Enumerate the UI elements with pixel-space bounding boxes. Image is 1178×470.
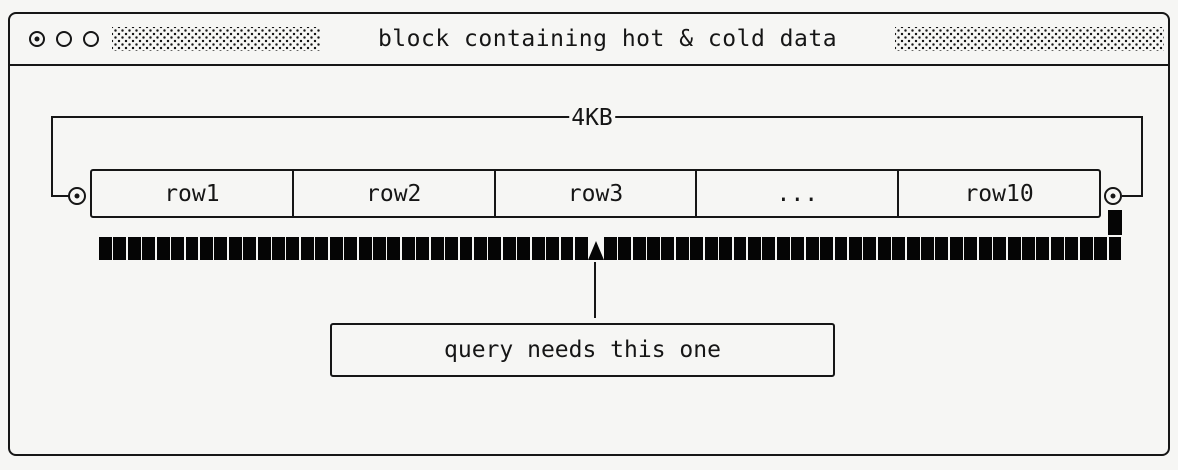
circled-dot-icon: [29, 31, 45, 47]
row-cell: row2: [291, 171, 494, 216]
packed-cell: [517, 237, 531, 260]
packed-cell: [199, 237, 213, 260]
row-cell: row3: [493, 171, 696, 216]
callout-box: query needs this one: [330, 323, 835, 377]
packed-cell: [747, 237, 761, 260]
packed-cell: [344, 237, 358, 260]
up-triangle-icon: [587, 241, 604, 260]
packed-cell: [243, 237, 257, 260]
packed-cell: [791, 237, 805, 260]
packed-cell: [863, 237, 877, 260]
packed-cell: [228, 237, 242, 260]
packed-cell: [99, 237, 112, 260]
row-cell: row10: [897, 171, 1099, 216]
packed-cell: [445, 237, 459, 260]
packed-cell: [1050, 237, 1064, 260]
packed-cell: [1079, 237, 1093, 260]
packed-cell: [935, 237, 949, 260]
packed-cell: [473, 237, 487, 260]
dither-pattern-right: [895, 27, 1164, 51]
packed-cell: [1036, 237, 1050, 260]
packed-cell: [949, 237, 963, 260]
packed-cell: [488, 237, 502, 260]
packed-cell: [848, 237, 862, 260]
circle-icon: [83, 31, 99, 47]
packed-cell: [300, 237, 314, 260]
packed-cell: [675, 237, 689, 260]
packed-cell: [877, 237, 891, 260]
packed-cell: [214, 237, 228, 260]
packed-cell: [329, 237, 343, 260]
row-cell: row1: [164, 180, 220, 207]
packed-cell: [993, 237, 1007, 260]
packed-cell: [113, 237, 127, 260]
bracket-right-line: [1141, 116, 1143, 197]
callout-pointer-line: [594, 262, 596, 318]
packed-cell: [387, 237, 401, 260]
packed-cell: [964, 237, 978, 260]
packed-cell: [574, 237, 588, 260]
window-title: block containing hot & cold data: [377, 26, 838, 52]
packed-cell: [1094, 237, 1108, 260]
packed-cell: [1065, 237, 1079, 260]
packed-cell: [358, 237, 372, 260]
packed-cell: [776, 237, 790, 260]
packed-cell: [430, 237, 444, 260]
packed-cell: [906, 237, 920, 260]
packed-cell: [603, 237, 617, 260]
window-controls: [29, 31, 99, 47]
packed-cell: [286, 237, 300, 260]
packed-cell: [1022, 237, 1035, 260]
block-size-label: 4KB: [569, 105, 615, 131]
packed-cell: [531, 237, 545, 260]
bracket-left-line: [51, 116, 53, 197]
dither-pattern-left: [112, 27, 320, 51]
packed-cell: [502, 237, 516, 260]
packed-cell: [834, 237, 848, 260]
packed-cell: [762, 237, 776, 260]
packed-cell: [1007, 237, 1021, 260]
packed-cell: [401, 237, 415, 260]
packed-cell: [560, 237, 574, 260]
overflow-cell: [1108, 210, 1122, 235]
packed-cell: [647, 237, 660, 260]
bracket-left-stub: [51, 195, 69, 197]
packed-cell: [1108, 237, 1122, 260]
packed-cell: [719, 237, 733, 260]
packed-cell: [257, 237, 271, 260]
window-titlebar: block containing hot & cold data: [10, 14, 1168, 66]
packed-bar: [99, 237, 1122, 260]
packed-cell: [805, 237, 819, 260]
packed-cell: [315, 237, 329, 260]
packed-cell: [272, 237, 285, 260]
sketch-window: block containing hot & cold data 4KB row…: [8, 12, 1170, 456]
row-cell: ...: [695, 171, 897, 216]
circle-icon: [56, 31, 72, 47]
packed-cell: [156, 237, 170, 260]
packed-cell: [171, 237, 185, 260]
packed-cell: [185, 237, 199, 260]
packed-cell: [733, 237, 747, 260]
packed-cell: [978, 237, 992, 260]
packed-cell: [546, 237, 559, 260]
packed-cell: [373, 237, 386, 260]
packed-cell: [142, 237, 156, 260]
bracket-right-anchor-icon: [1104, 187, 1122, 205]
packed-cell: [661, 237, 675, 260]
packed-cell: [632, 237, 646, 260]
packed-cell: [921, 237, 934, 260]
bracket-left-anchor-icon: [68, 187, 86, 205]
marker-cell: [587, 237, 604, 260]
packed-cell: [820, 237, 834, 260]
packed-cell: [690, 237, 704, 260]
packed-cell: [416, 237, 430, 260]
packed-cell: [459, 237, 473, 260]
packed-cell: [892, 237, 906, 260]
bracket-right-stub: [1122, 195, 1143, 197]
packed-cell: [127, 237, 141, 260]
packed-cell: [618, 237, 632, 260]
packed-cell: [704, 237, 718, 260]
